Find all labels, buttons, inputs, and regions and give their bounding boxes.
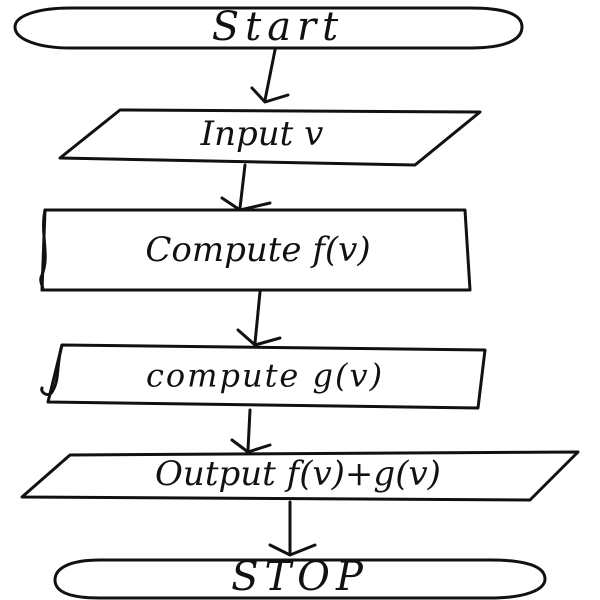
input-shape	[58, 108, 482, 167]
input-node: Input v	[58, 108, 482, 167]
compute-g-label: compute g(v)	[146, 357, 384, 395]
compute-g-node: compute g(v)	[40, 343, 487, 410]
stop-label: STOP	[231, 554, 369, 600]
output-label: Output f(v)+g(v)	[155, 454, 441, 494]
start-shape	[13, 6, 524, 50]
arrow-output-to-stop	[268, 500, 317, 557]
output-shape	[20, 450, 580, 502]
arrow-compute-f-to-compute-g	[236, 290, 282, 347]
stop-shape	[53, 558, 547, 600]
start-label: Start	[212, 4, 345, 50]
arrow-input-to-compute-f	[220, 163, 272, 212]
compute-f-shape	[40, 208, 472, 292]
arrow-compute-g-to-output	[230, 408, 272, 454]
compute-f-node: Compute f(v)	[39, 208, 472, 292]
stop-node: STOP	[53, 554, 547, 600]
input-label: Input v	[200, 114, 324, 154]
start-node: Start	[13, 4, 524, 50]
output-node: Output f(v)+g(v)	[20, 450, 580, 502]
compute-f-label: Compute f(v)	[145, 230, 370, 270]
arrow-start-to-input	[250, 48, 290, 104]
compute-g-shape	[46, 343, 487, 410]
